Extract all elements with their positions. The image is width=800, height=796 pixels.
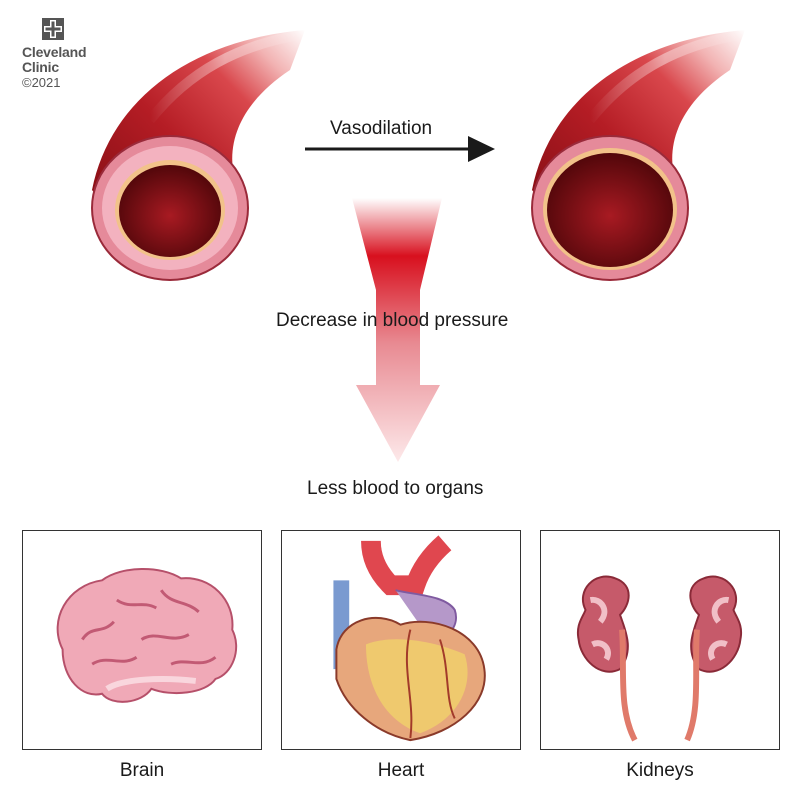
- clinic-cross-icon: [42, 18, 64, 40]
- cleveland-clinic-logo: Cleveland Clinic ©2021: [22, 18, 102, 91]
- logo-line-1: Cleveland: [22, 44, 87, 60]
- blood-pressure-label: Decrease in blood pressure: [276, 310, 509, 331]
- copyright: ©2021: [22, 75, 61, 90]
- vasodilation-illustration: [91, 30, 745, 462]
- vasodilation-arrow-icon: [305, 136, 495, 162]
- heart-panel: [281, 530, 521, 750]
- organ-label-brain: Brain: [119, 760, 165, 781]
- constricted-vessel-icon: [91, 30, 305, 281]
- less-blood-label: Less blood to organs: [307, 478, 484, 499]
- brain-panel: [22, 530, 262, 750]
- dilated-vessel-icon: [531, 30, 745, 281]
- organ-label-heart: Heart: [377, 760, 425, 781]
- heart-icon: [333, 535, 486, 742]
- brain-icon: [56, 567, 238, 703]
- downward-arrow-icon: [352, 198, 442, 462]
- logo-line-2: Clinic: [22, 59, 59, 75]
- kidneys-panel: [540, 530, 780, 750]
- organ-label-kidneys: Kidneys: [626, 760, 694, 781]
- kidneys-icon: [576, 575, 743, 742]
- vasodilation-label: Vasodilation: [330, 118, 433, 139]
